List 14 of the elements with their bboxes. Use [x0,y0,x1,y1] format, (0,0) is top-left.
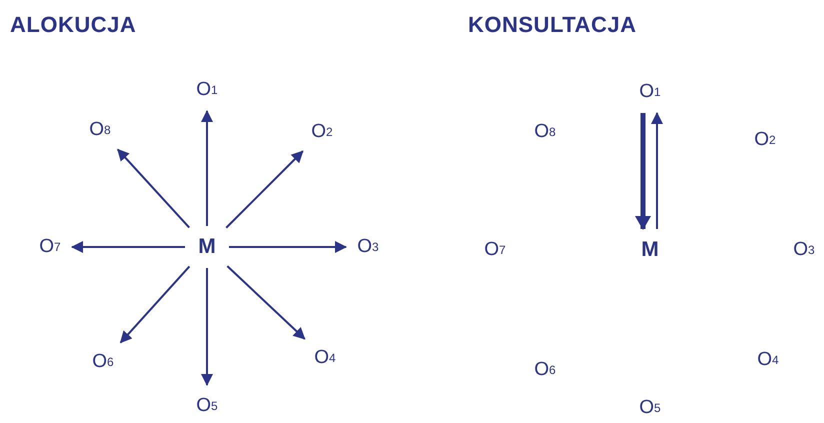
arrow [229,241,347,253]
arrow [651,112,663,229]
arrow [635,113,651,230]
arrow [201,110,213,226]
arrow [120,266,190,344]
manager-label: M [189,233,225,261]
panel-heading: KONSULTACJA [468,12,636,38]
panel-heading: ALOKUCJA [10,12,136,38]
arrow [71,241,185,253]
arrow [226,265,306,340]
arrow [201,268,213,386]
arrow [226,150,304,228]
arrow [117,148,190,228]
manager-label: M [632,236,668,264]
